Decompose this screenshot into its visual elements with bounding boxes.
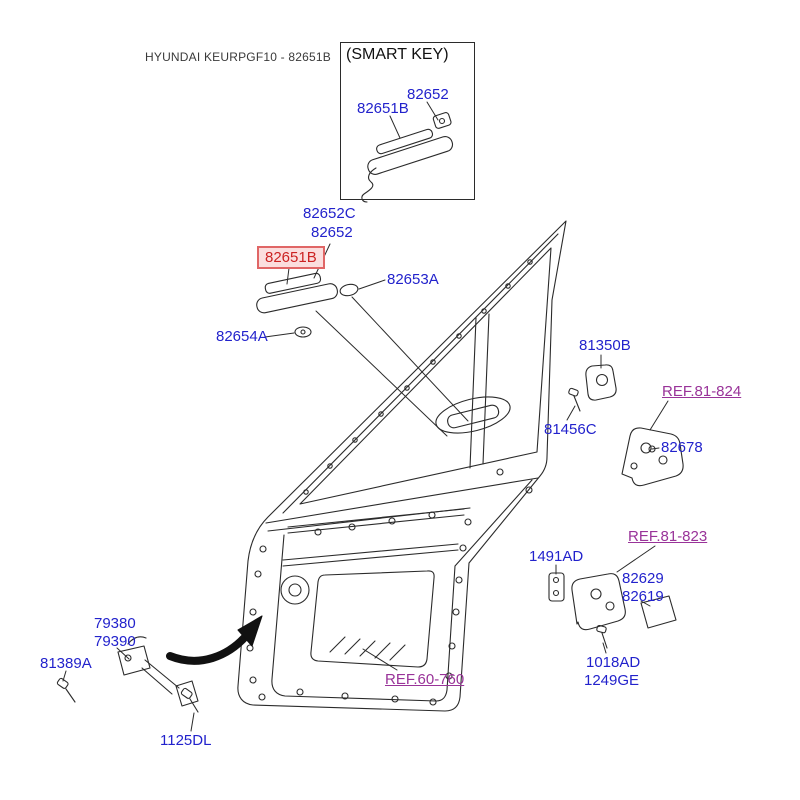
ref-link-60-760[interactable]: REF.60-760 xyxy=(385,671,465,688)
part-label-81389a[interactable]: 81389A xyxy=(40,655,92,672)
smart-key-box xyxy=(340,42,475,200)
latch-cover-82619 xyxy=(640,595,677,629)
upper-latch-drawing xyxy=(621,427,684,487)
door-hole-marks xyxy=(246,259,533,706)
part-label-79380[interactable]: 79380 xyxy=(94,615,136,632)
part-label-82651b-smartkey[interactable]: 82651B xyxy=(357,100,409,117)
checker-bolt-1125dl xyxy=(180,687,193,699)
ref-link-81-824[interactable]: REF.81-824 xyxy=(662,383,742,400)
part-label-82619[interactable]: 82619 xyxy=(622,588,664,605)
door-inner-panel xyxy=(271,313,533,702)
leader-lines xyxy=(62,101,669,732)
exterior-handle-drawing xyxy=(256,272,359,338)
door-handle-recess xyxy=(435,396,511,434)
part-label-82652-smartkey[interactable]: 82652 xyxy=(407,86,449,103)
part-label-79390[interactable]: 79390 xyxy=(94,633,136,650)
checker-bolt-81389a xyxy=(56,677,69,689)
door-checker-drawing xyxy=(56,636,199,713)
speaker-hole xyxy=(280,575,310,605)
direction-arrow xyxy=(166,615,263,665)
part-label-82652c[interactable]: 82652C xyxy=(303,205,356,222)
part-label-82653a[interactable]: 82653A xyxy=(387,271,439,288)
part-label-82678[interactable]: 82678 xyxy=(661,439,703,456)
handle-screw xyxy=(294,326,312,338)
part-label-82629[interactable]: 82629 xyxy=(622,570,664,587)
part-label-1018ad[interactable]: 1018AD xyxy=(586,654,641,671)
smart-key-box-title: (SMART KEY) xyxy=(346,46,449,63)
handle-cap xyxy=(339,283,359,297)
part-label-81350b[interactable]: 81350B xyxy=(579,337,631,354)
part-label-1249ge[interactable]: 1249GE xyxy=(584,672,640,689)
part-label-82652[interactable]: 82652 xyxy=(311,224,353,241)
part-label-1491ad[interactable]: 1491AD xyxy=(529,548,584,565)
door-outline xyxy=(237,220,567,712)
lower-latch-drawing xyxy=(548,572,677,649)
striker-bracket-drawing xyxy=(568,364,617,412)
part-label-1125dl[interactable]: 1125DL xyxy=(160,732,212,749)
part-label-82654a[interactable]: 82654A xyxy=(216,328,268,345)
smart-key-handle-drawing xyxy=(361,112,454,203)
catalog-title: HYUNDAI KEURPGF10 - 82651B xyxy=(145,50,331,64)
part-label-81456c[interactable]: 81456C xyxy=(544,421,597,438)
ref-link-81-823[interactable]: REF.81-823 xyxy=(628,528,708,545)
part-label-82651b-highlight[interactable]: 82651B xyxy=(257,246,325,269)
